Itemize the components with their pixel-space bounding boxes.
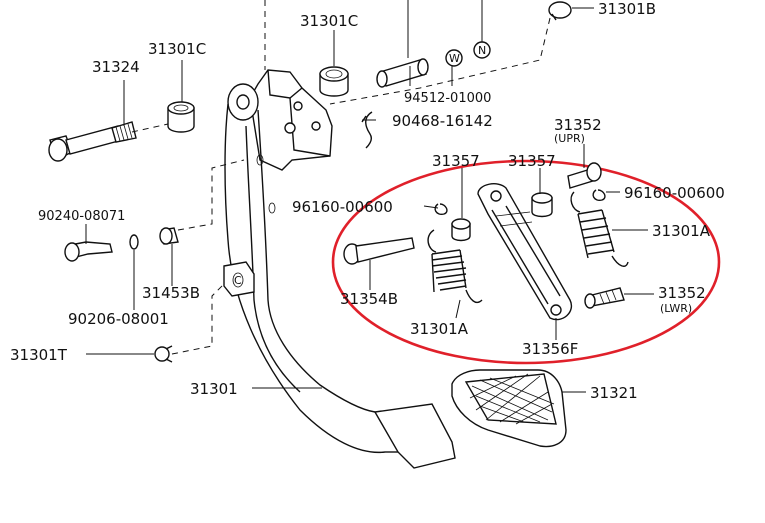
label-31301c-left: 31301C bbox=[148, 40, 206, 58]
pedal-letter-c: C bbox=[234, 274, 242, 287]
guide-line-left-a bbox=[177, 159, 245, 231]
label-31453b: 31453B bbox=[142, 284, 200, 302]
label-90206: 90206-08001 bbox=[68, 310, 169, 328]
bushing-31301c-top bbox=[319, 66, 349, 97]
label-upr-tag: (UPR) bbox=[554, 132, 585, 145]
pin-31324-axle bbox=[376, 58, 429, 88]
pivot-bolt-31324 bbox=[48, 121, 137, 162]
label-31301: 31301 bbox=[190, 380, 238, 398]
label-90468: 90468-16142 bbox=[392, 112, 493, 130]
spacer-31357-left bbox=[451, 218, 471, 242]
label-31321: 31321 bbox=[590, 384, 638, 402]
label-90240: 90240-08071 bbox=[38, 209, 125, 224]
nut-n-label: N bbox=[478, 44, 486, 57]
washer-w bbox=[445, 49, 463, 67]
label-31301a-bottom: 31301A bbox=[410, 320, 469, 338]
label-31324: 31324 bbox=[92, 58, 140, 76]
leader-31301a-bottom bbox=[455, 299, 461, 319]
label-lwr-tag: (LWR) bbox=[660, 302, 692, 315]
washer-w-label: W bbox=[449, 52, 460, 65]
guide-line-axle bbox=[131, 123, 169, 133]
pedal-pad-31321 bbox=[451, 369, 567, 448]
bolt-31352-lwr bbox=[584, 287, 625, 309]
label-31301t: 31301T bbox=[10, 346, 68, 364]
label-96160-right: 96160-00600 bbox=[624, 184, 725, 202]
label-31356f: 31356F bbox=[522, 340, 578, 358]
spacer-31357-right bbox=[531, 192, 553, 218]
label-31357-left: 31357 bbox=[432, 152, 480, 170]
brake-pedal-arm bbox=[223, 69, 456, 469]
lever-plate-31356f bbox=[477, 183, 573, 321]
clip-96160-left bbox=[434, 203, 448, 216]
highlight-circle bbox=[331, 159, 721, 365]
bushing-31453b bbox=[159, 227, 179, 245]
spring-31301a-left bbox=[427, 229, 483, 304]
bolt-31352-upr bbox=[567, 162, 602, 189]
washer-90206 bbox=[129, 234, 139, 250]
label-31301b: 31301B bbox=[598, 0, 656, 18]
bolt-31354b bbox=[343, 237, 415, 265]
guide-line-31301b bbox=[329, 17, 551, 105]
label-31301c-top: 31301C bbox=[300, 12, 358, 30]
label-31352-upr: 31352 bbox=[554, 116, 602, 134]
leader-94512 bbox=[409, 66, 453, 86]
clip-90468 bbox=[361, 111, 373, 149]
clip-31301t bbox=[154, 345, 173, 363]
label-31354b: 31354B bbox=[340, 290, 398, 308]
clip-96160-right bbox=[592, 189, 606, 202]
guide-line-left-b bbox=[171, 283, 225, 355]
label-96160-left: 96160-00600 bbox=[292, 198, 393, 216]
label-31301a-right: 31301A bbox=[652, 222, 711, 240]
spring-31301a-right bbox=[570, 191, 629, 267]
bushing-31301c-left bbox=[167, 101, 195, 133]
label-31357-right: 31357 bbox=[508, 152, 556, 170]
label-94512: 94512-01000 bbox=[404, 91, 491, 106]
nut-31301b bbox=[548, 1, 572, 21]
bolt-90240 bbox=[64, 241, 113, 262]
leader-96160-left bbox=[423, 205, 439, 209]
label-31352-lwr: 31352 bbox=[658, 284, 706, 302]
